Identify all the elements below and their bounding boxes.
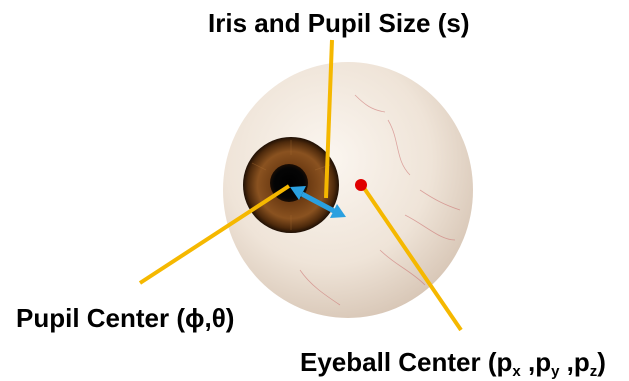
eyeball-center-marker [355,179,367,191]
subscript-x: x [512,363,520,380]
eyeball-center-label-suffix: ) [597,347,606,377]
eyeball [223,62,473,318]
eyeball-center-label-prefix: Eyeball Center (p [300,347,512,377]
eyeball-center-label: Eyeball Center (px ,py ,pz) [300,349,606,379]
pupil-center-label: Pupil Center (ϕ,θ) [16,305,234,331]
eyeball-center-label-sep2: ,p [559,347,589,377]
iris-pupil-size-label: Iris and Pupil Size (s) [208,10,470,36]
eyeball-center-label-sep1: ,p [521,347,551,377]
